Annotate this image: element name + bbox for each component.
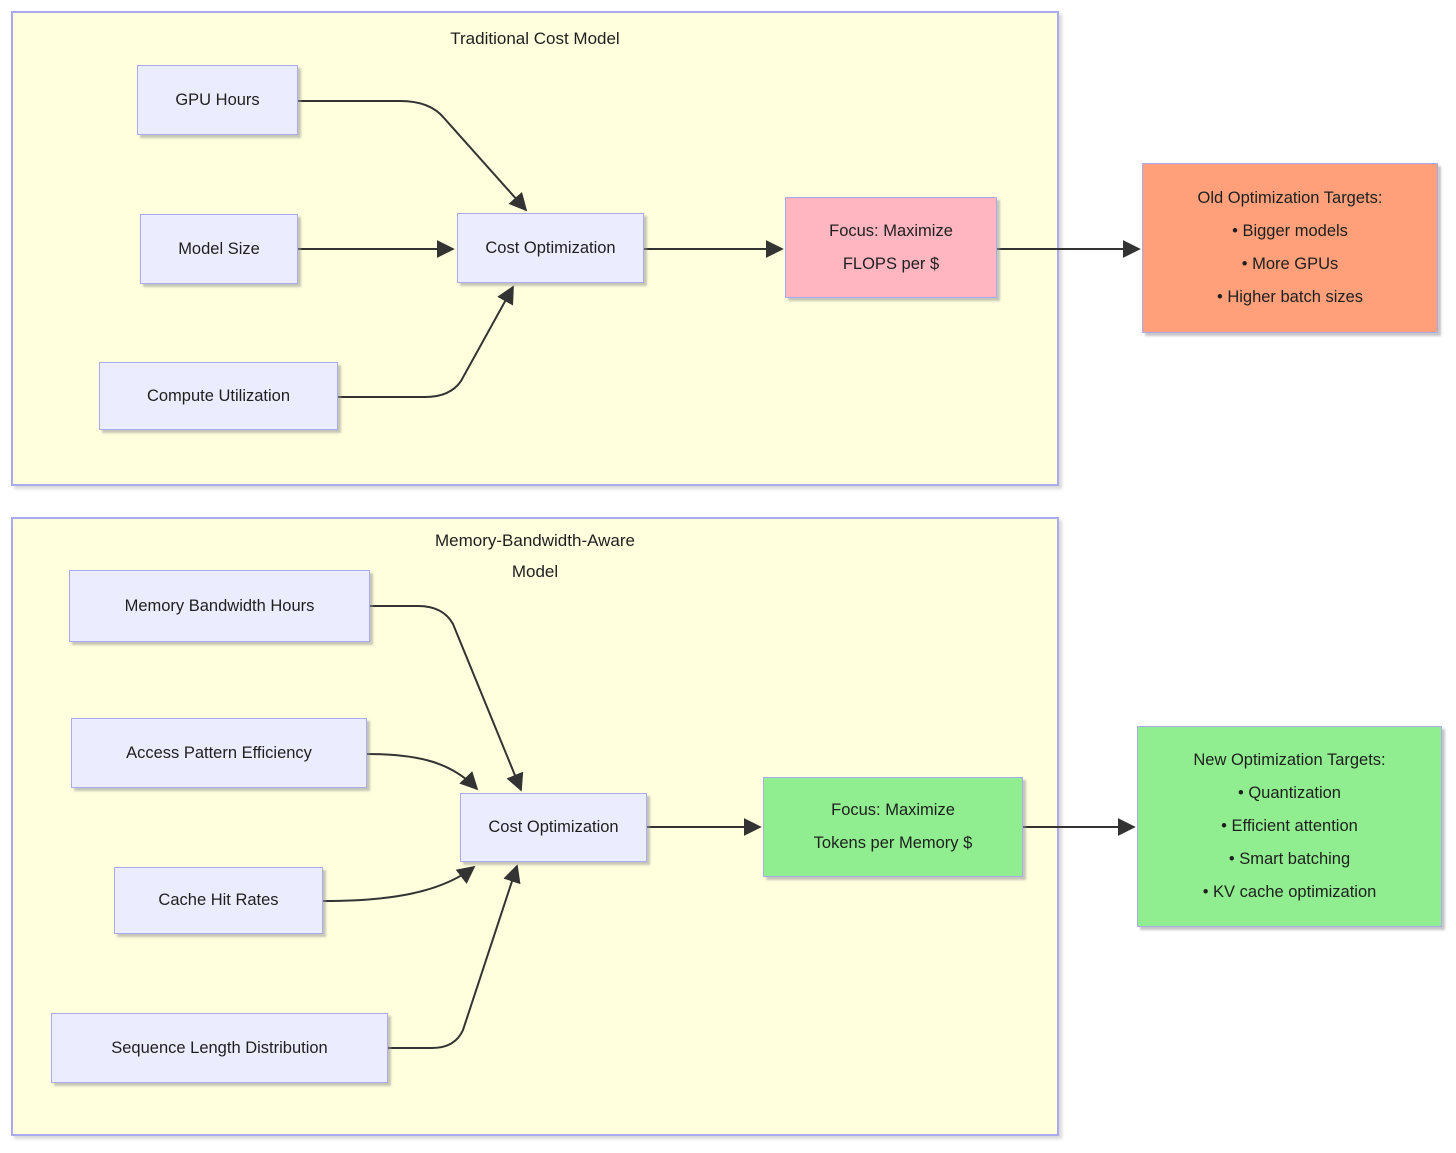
node-cost-optimization-memory: Cost Optimization [460, 793, 647, 862]
targets-new-item: • Smart batching [1228, 850, 1351, 868]
targets-old-item: • More GPUs [1241, 255, 1339, 273]
node-cache-hit-rates-label: Cache Hit Rates [158, 891, 279, 909]
node-cost-optimization-memory-label: Cost Optimization [488, 818, 619, 836]
node-sequence-length-distribution-label: Sequence Length Distribution [111, 1038, 328, 1057]
node-memory-bandwidth-hours-label: Memory Bandwidth Hours [124, 596, 315, 615]
node-sequence-length-distribution: Sequence Length Distribution [51, 1013, 388, 1083]
targets-new-item: • Efficient attention [1221, 817, 1358, 835]
targets-old-item: • Higher batch sizes [1216, 288, 1364, 306]
node-compute-utilization: Compute Utilization [99, 362, 338, 430]
node-old-optimization-targets: Old Optimization Targets: • Bigger model… [1142, 163, 1438, 333]
targets-new-title: New Optimization Targets: [1193, 751, 1386, 769]
node-cache-hit-rates: Cache Hit Rates [114, 867, 323, 934]
node-model-size: Model Size [140, 214, 298, 284]
panel-title-line1: Memory-Bandwidth-Aware [435, 531, 635, 550]
node-gpu-hours-label: GPU Hours [175, 90, 260, 109]
focus-old-line1: Focus: Maximize [829, 221, 953, 240]
focus-old-line2: FLOPS per $ [842, 254, 940, 273]
targets-new-item: • Quantization [1237, 784, 1341, 802]
focus-new-line2: Tokens per Memory $ [813, 834, 973, 852]
node-cost-optimization-traditional: Cost Optimization [457, 213, 644, 283]
node-access-pattern-efficiency: Access Pattern Efficiency [71, 718, 367, 788]
node-compute-utilization-label: Compute Utilization [146, 386, 291, 405]
targets-new-item: • KV cache optimization [1202, 883, 1377, 901]
node-access-pattern-efficiency-label: Access Pattern Efficiency [126, 743, 312, 762]
panel-title-line2: Model [511, 562, 559, 581]
panel-title-traditional: Traditional Cost Model [450, 29, 620, 48]
node-focus-tokens-per-memory-dollar: Focus: Maximize Tokens per Memory $ [763, 777, 1023, 877]
panel-title-memory-bandwidth: Memory-Bandwidth-Aware Model [13, 525, 1057, 587]
node-focus-flops-per-dollar: Focus: Maximize FLOPS per $ [785, 197, 997, 298]
focus-new-line1: Focus: Maximize [831, 801, 955, 819]
node-model-size-label: Model Size [178, 239, 260, 258]
node-cost-optimization-traditional-label: Cost Optimization [485, 238, 616, 257]
targets-old-item: • Bigger models [1232, 222, 1348, 240]
node-new-optimization-targets: New Optimization Targets: • Quantization… [1137, 726, 1442, 927]
targets-old-title: Old Optimization Targets: [1197, 189, 1383, 207]
node-memory-bandwidth-hours: Memory Bandwidth Hours [69, 570, 370, 642]
node-gpu-hours: GPU Hours [137, 65, 298, 135]
